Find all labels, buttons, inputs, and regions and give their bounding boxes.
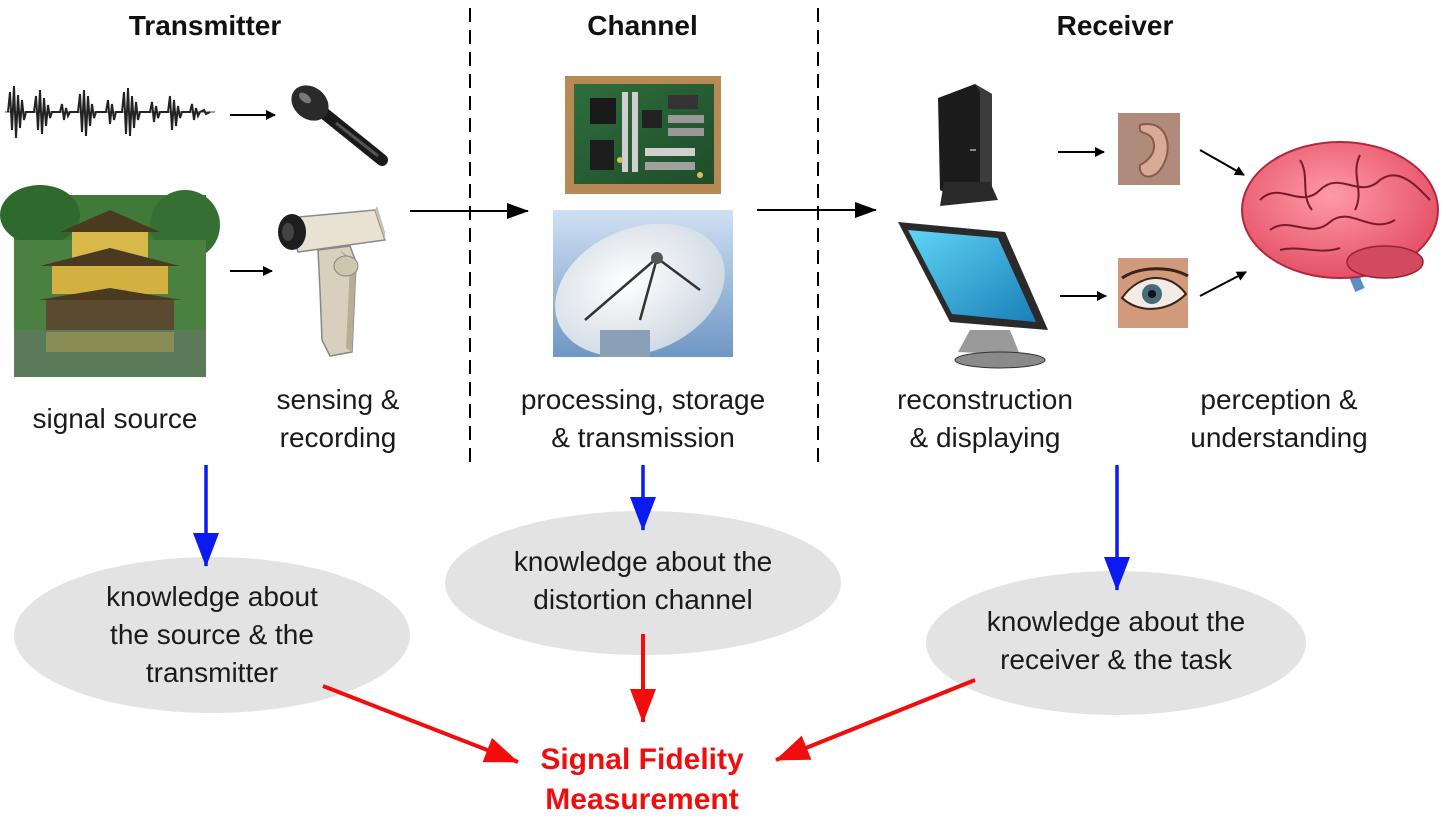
brain-icon <box>1241 141 1439 292</box>
label-sensing-recording: sensing & recording <box>276 384 400 453</box>
waveform-icon <box>5 85 215 139</box>
red-arrow-receiver <box>775 678 976 762</box>
label-reconstruction-displaying: reconstruction & displaying <box>897 384 1073 453</box>
pagoda-photo <box>0 185 220 377</box>
microphone-icon <box>291 85 388 166</box>
label-perception-understanding: perception & understanding <box>1190 384 1368 453</box>
arrow-eye-to-brain <box>1199 271 1247 297</box>
camcorder-icon <box>278 206 386 357</box>
header-receiver: Receiver <box>1056 10 1174 41</box>
eye-photo <box>1118 258 1189 328</box>
satellite-dish-photo <box>553 210 733 357</box>
arrow-ear-to-brain <box>1199 149 1245 176</box>
knowledge-channel-oval <box>445 511 841 655</box>
knowledge-receiver-oval <box>926 571 1306 715</box>
label-processing-storage-transmission: processing, storage & transmission <box>520 384 766 453</box>
speaker-icon <box>938 84 998 206</box>
signal-fidelity-measurement: Signal Fidelity Measurement <box>540 743 744 816</box>
label-signal-source: signal source <box>32 403 198 434</box>
header-channel: Channel <box>587 10 698 41</box>
red-arrow-source <box>322 684 519 764</box>
knowledge-channel-text: knowledge about the distortion channel <box>513 546 773 615</box>
circuit-board-photo <box>565 76 721 194</box>
knowledge-source-text: knowledge about the source & the transmi… <box>106 581 318 688</box>
header-transmitter: Transmitter <box>128 10 282 41</box>
ear-photo <box>1118 113 1180 185</box>
knowledge-receiver-text: knowledge about the receiver & the task <box>986 606 1246 675</box>
monitor-icon <box>898 222 1048 369</box>
knowledge-source-oval <box>14 557 410 713</box>
